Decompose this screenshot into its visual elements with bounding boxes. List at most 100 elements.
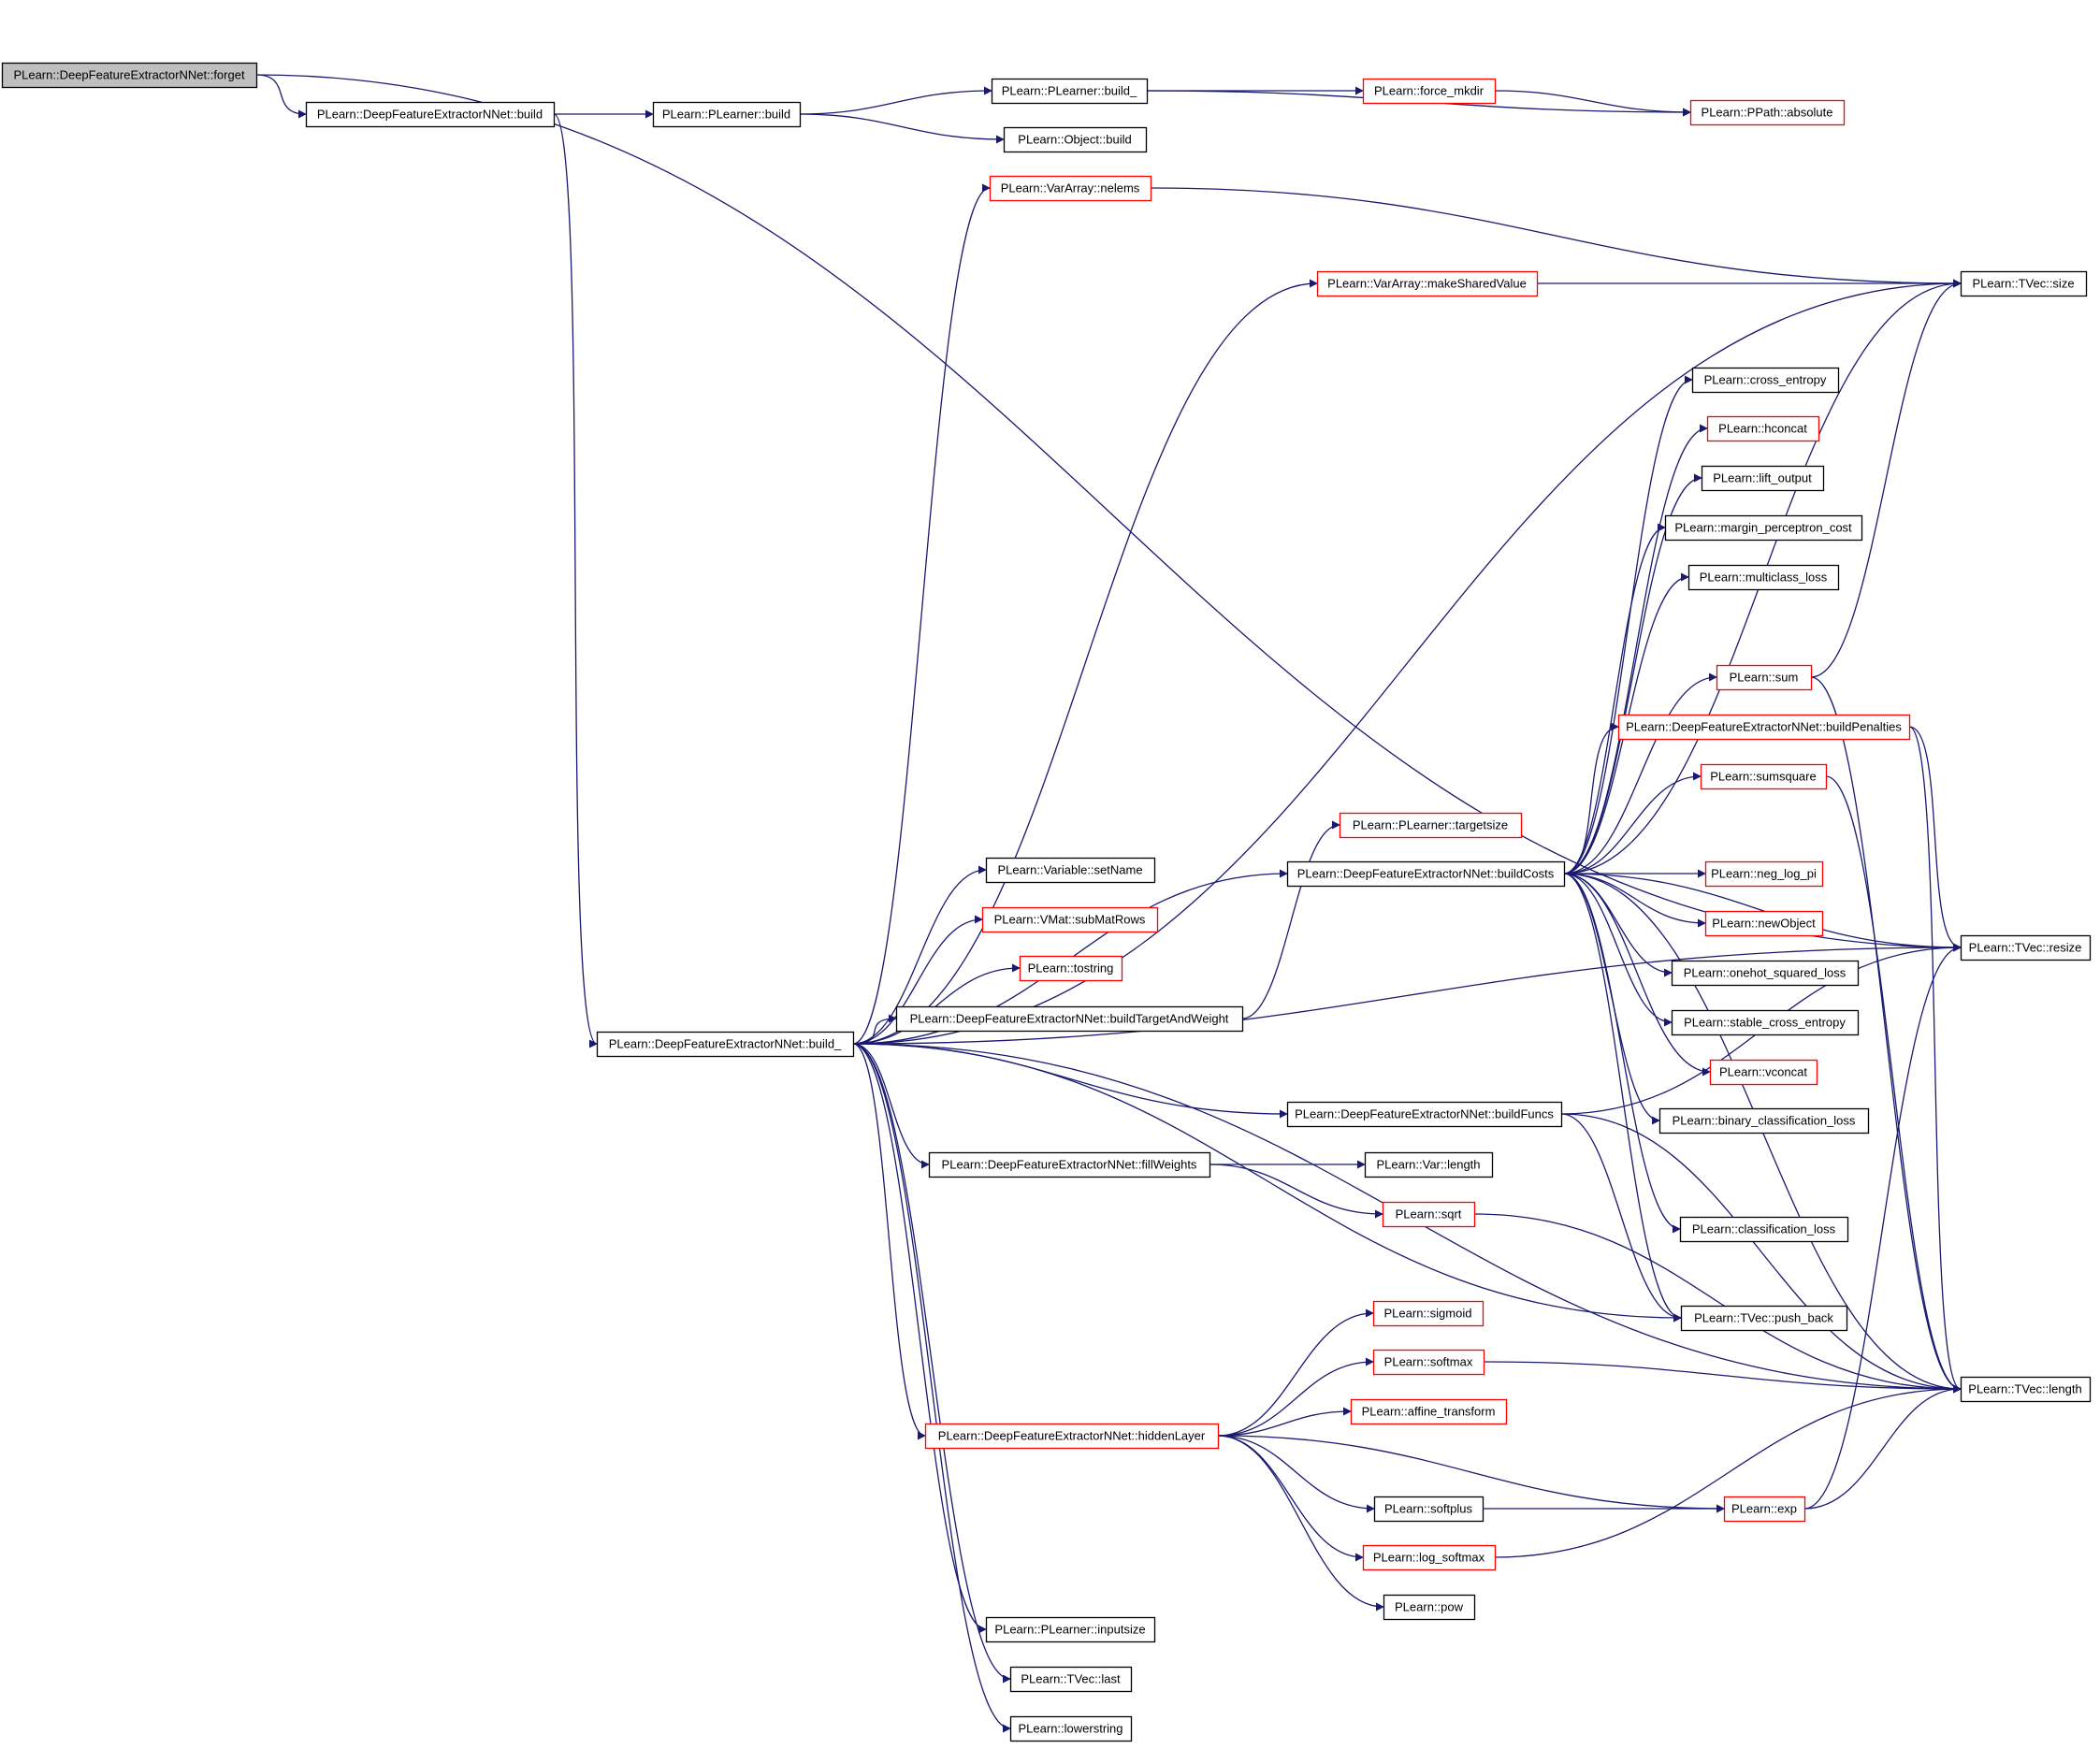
node-btw[interactable]: PLearn::DeepFeatureExtractorNNet::buildT…	[895, 1005, 1244, 1033]
node-label: PLearn::PLearner::inputsize	[994, 1623, 1145, 1637]
edge-bcosts-to-xent	[1563, 375, 1693, 874]
node-label: PLearn::lowerstring	[1019, 1722, 1123, 1736]
edge-build_-to-lower	[852, 1043, 1011, 1733]
node-label: PLearn::sumsquare	[1710, 770, 1816, 784]
edge-build_-to-mksv	[852, 279, 1318, 1045]
node-varlen[interactable]: PLearn::Var::length	[1364, 1151, 1494, 1178]
node-softmax[interactable]: PLearn::softmax	[1372, 1349, 1485, 1376]
node-mksv[interactable]: PLearn::VarArray::makeSharedValue	[1316, 270, 1539, 297]
node-label: PLearn::multiclass_loss	[1700, 571, 1828, 585]
node-objbuild[interactable]: PLearn::Object::build	[1003, 126, 1148, 153]
node-hidden[interactable]: PLearn::DeepFeatureExtractorNNet::hidden…	[924, 1423, 1220, 1450]
node-pushback[interactable]: PLearn::TVec::push_back	[1680, 1305, 1848, 1332]
node-plbuild_[interactable]: PLearn::PLearner::build_	[991, 78, 1149, 105]
node-label: PLearn::DeepFeatureExtractorNNet::fillWe…	[942, 1158, 1197, 1172]
node-tostring[interactable]: PLearn::tostring	[1019, 955, 1123, 982]
node-label: PLearn::margin_perceptron_cost	[1674, 521, 1852, 535]
node-build[interactable]: PLearn::DeepFeatureExtractorNNet::build	[305, 101, 556, 128]
node-label: PLearn::VMat::subMatRows	[994, 913, 1146, 927]
node-label: PLearn::VarArray::makeSharedValue	[1327, 277, 1527, 291]
edge-hidden-to-affine	[1217, 1407, 1352, 1437]
node-absolute[interactable]: PLearn::PPath::absolute	[1689, 99, 1846, 126]
node-margin[interactable]: PLearn::margin_perceptron_cost	[1664, 514, 1863, 542]
node-label: PLearn::classification_loss	[1692, 1222, 1836, 1236]
node-label: PLearn::cross_entropy	[1704, 373, 1827, 387]
node-box	[1003, 126, 1148, 153]
node-lower[interactable]: PLearn::lowerstring	[1009, 1715, 1133, 1742]
node-bpen[interactable]: PLearn::DeepFeatureExtractorNNet::buildP…	[1617, 714, 1911, 741]
node-newobj[interactable]: PLearn::newObject	[1704, 910, 1824, 937]
node-box	[1382, 1201, 1476, 1228]
node-box	[924, 1423, 1220, 1450]
edge-btw-to-targetsize	[1241, 820, 1340, 1019]
edge-build_-to-btw	[852, 1014, 897, 1045]
node-label: PLearn::DeepFeatureExtractorNNet::hidden…	[938, 1429, 1206, 1443]
node-exp[interactable]: PLearn::exp	[1723, 1496, 1806, 1523]
node-label: PLearn::stable_cross_entropy	[1684, 1016, 1846, 1030]
node-box	[1700, 763, 1828, 790]
node-forget[interactable]: PLearn::DeepFeatureExtractorNNet::forget	[1, 62, 258, 89]
node-sqrt[interactable]: PLearn::sqrt	[1382, 1201, 1476, 1228]
edge-exp-to-length	[1803, 1384, 1962, 1510]
node-nelems[interactable]: PLearn::VarArray::nelems	[989, 175, 1152, 202]
node-affine[interactable]: PLearn::affine_transform	[1350, 1398, 1508, 1425]
node-softplus[interactable]: PLearn::softplus	[1373, 1496, 1484, 1523]
node-hconcat[interactable]: PLearn::hconcat	[1706, 415, 1820, 442]
node-mkdir[interactable]: PLearn::force_mkdir	[1362, 78, 1497, 105]
node-plbuild[interactable]: PLearn::PLearner::build	[652, 101, 802, 128]
node-bfuncs[interactable]: PLearn::DeepFeatureExtractorNNet::buildF…	[1286, 1101, 1563, 1128]
node-box	[1664, 514, 1863, 542]
node-box	[1671, 960, 1860, 987]
node-sum[interactable]: PLearn::sum	[1716, 664, 1813, 691]
node-fillw[interactable]: PLearn::DeepFeatureExtractorNNet::fillWe…	[928, 1151, 1211, 1178]
node-sumsq[interactable]: PLearn::sumsquare	[1700, 763, 1828, 790]
edge-build_-to-last	[852, 1043, 1011, 1684]
edge-hidden-to-exp	[1217, 1435, 1725, 1513]
node-box	[1286, 1101, 1563, 1128]
node-label: PLearn::TVec::last	[1021, 1672, 1121, 1686]
edge-forget-to-build	[255, 74, 307, 119]
node-box	[1960, 270, 2088, 297]
node-box	[985, 857, 1156, 884]
node-submat[interactable]: PLearn::VMat::subMatRows	[981, 906, 1159, 933]
edge-forget-to-resize	[255, 74, 1962, 952]
edge-sqrt-to-length	[1473, 1213, 1962, 1394]
node-box	[1373, 1496, 1484, 1523]
edge-build_-to-submat	[852, 915, 983, 1045]
node-sigmoid[interactable]: PLearn::sigmoid	[1372, 1300, 1484, 1327]
edge-bcosts-to-pushback	[1563, 873, 1682, 1323]
node-setname[interactable]: PLearn::Variable::setName	[985, 857, 1156, 884]
node-build_[interactable]: PLearn::DeepFeatureExtractorNNet::build_	[596, 1031, 855, 1058]
node-label: PLearn::exp	[1731, 1502, 1797, 1516]
node-label: PLearn::log_softmax	[1373, 1551, 1485, 1565]
node-box	[1286, 860, 1566, 888]
node-label: PLearn::DeepFeatureExtractorNNet::buildF…	[1295, 1107, 1554, 1121]
node-last[interactable]: PLearn::TVec::last	[1009, 1666, 1133, 1693]
node-binloss[interactable]: PLearn::binary_classification_loss	[1658, 1107, 1870, 1135]
node-inputsize[interactable]: PLearn::PLearner::inputsize	[985, 1616, 1156, 1643]
node-label: PLearn::sum	[1730, 671, 1799, 685]
node-size[interactable]: PLearn::TVec::size	[1960, 270, 2088, 297]
node-box	[989, 175, 1152, 202]
node-logsoftmax[interactable]: PLearn::log_softmax	[1362, 1544, 1497, 1571]
node-neglog[interactable]: PLearn::neg_log_pi	[1704, 860, 1824, 888]
node-length[interactable]: PLearn::TVec::length	[1960, 1376, 2092, 1403]
node-closs[interactable]: PLearn::classification_loss	[1679, 1216, 1849, 1243]
node-resize[interactable]: PLearn::TVec::resize	[1960, 934, 2092, 961]
node-box	[1701, 465, 1825, 492]
node-box	[1372, 1300, 1484, 1327]
node-bcosts[interactable]: PLearn::DeepFeatureExtractorNNet::buildC…	[1286, 860, 1566, 888]
node-stablexent[interactable]: PLearn::stable_cross_entropy	[1671, 1009, 1860, 1036]
node-xent[interactable]: PLearn::cross_entropy	[1691, 367, 1840, 394]
node-onehot[interactable]: PLearn::onehot_squared_loss	[1671, 960, 1860, 987]
node-targetsize[interactable]: PLearn::PLearner::targetsize	[1339, 812, 1523, 839]
node-lift[interactable]: PLearn::lift_output	[1701, 465, 1825, 492]
node-mcloss[interactable]: PLearn::multiclass_loss	[1687, 564, 1840, 591]
node-label: PLearn::DeepFeatureExtractorNNet::build_	[609, 1037, 842, 1051]
node-label: PLearn::pow	[1395, 1600, 1464, 1614]
node-pow[interactable]: PLearn::pow	[1383, 1594, 1476, 1621]
node-label: PLearn::PLearner::targetsize	[1353, 818, 1508, 832]
node-vconcat[interactable]: PLearn::vconcat	[1709, 1059, 1818, 1086]
node-box	[981, 906, 1159, 933]
